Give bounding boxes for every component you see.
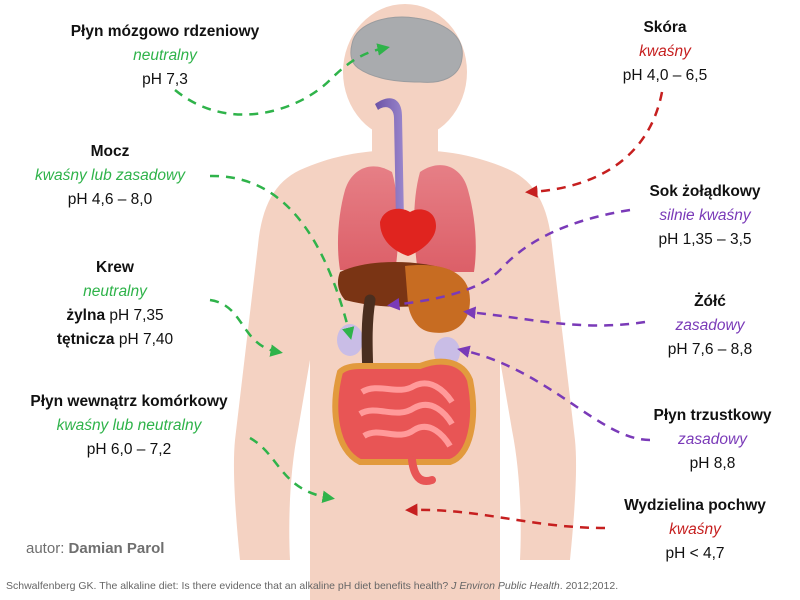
urine-acidity: kwaśny lub zasadowy <box>35 167 185 184</box>
intracellular-acidity: kwaśny lub neutralny <box>56 417 202 434</box>
rectum-organ <box>408 456 436 485</box>
vaginal-name: Wydzielina pochwy <box>624 497 766 514</box>
label-blood: Krew neutralny żylna pH 7,35 tętnicza pH… <box>20 256 210 352</box>
citation: Schwalfenberg GK. The alkaline diet: Is … <box>6 580 618 592</box>
left-lung-organ <box>337 166 399 272</box>
blood-name: Krew <box>96 259 134 276</box>
label-gastric: Sok żołądkowy silnie kwaśny pH 1,35 – 3,… <box>615 180 795 252</box>
citation-text: Schwalfenberg GK. The alkaline diet: Is … <box>6 580 452 592</box>
blood-venous: żylna pH 7,35 <box>20 304 210 328</box>
intracellular-name: Płyn wewnątrz komórkowy <box>30 393 228 410</box>
author-prefix: autor: <box>26 540 69 557</box>
blood-arterial: tętnicza pH 7,40 <box>20 328 210 352</box>
author-credit: autor: Damian Parol <box>26 540 164 557</box>
blood-venous-label: żylna <box>66 307 106 324</box>
vaginal-acidity: kwaśny <box>669 521 721 538</box>
csf-ph: pH 7,3 <box>142 71 188 88</box>
small-intestine-organ <box>358 380 455 448</box>
urine-ph: pH 4,6 – 8,0 <box>67 191 153 208</box>
label-urine: Mocz kwaśny lub zasadowy pH 4,6 – 8,0 <box>10 140 210 212</box>
arrow-csf <box>174 43 390 116</box>
gastric-ph: pH 1,35 – 3,5 <box>658 231 752 248</box>
skin-ph: pH 4,0 – 6,5 <box>622 67 708 84</box>
blood-arterial-ph: pH 7,40 <box>114 331 174 348</box>
esophagus-organ <box>375 98 404 222</box>
csf-name: Płyn mózgowo rdzeniowy <box>70 23 260 40</box>
arrow-intracellular <box>249 436 335 503</box>
skin-name: Skóra <box>643 19 687 36</box>
label-intracellular: Płyn wewnątrz komórkowy kwaśny lub neutr… <box>4 390 254 462</box>
bile-acidity: zasadowy <box>675 317 745 334</box>
right-lung-organ <box>414 165 476 272</box>
label-csf: Płyn mózgowo rdzeniowy neutralny pH 7,3 <box>40 20 290 92</box>
intracellular-ph: pH 6,0 – 7,2 <box>86 441 172 458</box>
citation-journal: J Environ Public Health <box>451 580 560 592</box>
gastric-acidity: silnie kwaśny <box>659 207 751 224</box>
blood-acidity: neutralny <box>83 283 147 300</box>
arrow-gastric <box>387 208 631 311</box>
arrow-bile <box>463 306 646 327</box>
pancreatic-ph: pH 8,8 <box>689 455 736 472</box>
heart-organ <box>380 208 436 256</box>
blood-venous-ph: pH 7,35 <box>105 307 164 324</box>
gastric-name: Sok żołądkowy <box>649 183 761 200</box>
citation-tail: . 2012;2012. <box>559 580 619 592</box>
arrow-skin <box>525 91 664 198</box>
blood-arterial-label: tętnicza <box>56 331 115 348</box>
pancreatic-name: Płyn trzustkowy <box>653 407 772 424</box>
label-bile: Żółć zasadowy pH 7,6 – 8,8 <box>640 290 780 362</box>
bile-name: Żółć <box>694 293 726 310</box>
csf-acidity: neutralny <box>133 47 197 64</box>
author-name: Damian Parol <box>68 540 165 557</box>
left-kidney-organ <box>337 324 363 356</box>
vaginal-ph: pH < 4,7 <box>665 545 725 562</box>
label-pancreatic: Płyn trzustkowy zasadowy pH 8,8 <box>630 404 795 476</box>
urine-name: Mocz <box>90 143 130 160</box>
arrow-pancreatic <box>457 345 651 442</box>
label-skin: Skóra kwaśny pH 4,0 – 6,5 <box>590 16 740 88</box>
brain-organ <box>350 16 463 83</box>
bile-ph: pH 7,6 – 8,8 <box>667 341 753 358</box>
label-vaginal: Wydzielina pochwy kwaśny pH < 4,7 <box>600 494 790 566</box>
arrow-urine <box>209 174 355 340</box>
pancreatic-acidity: zasadowy <box>678 431 747 448</box>
arrow-vaginal <box>405 503 606 530</box>
skin-acidity: kwaśny <box>639 43 691 60</box>
